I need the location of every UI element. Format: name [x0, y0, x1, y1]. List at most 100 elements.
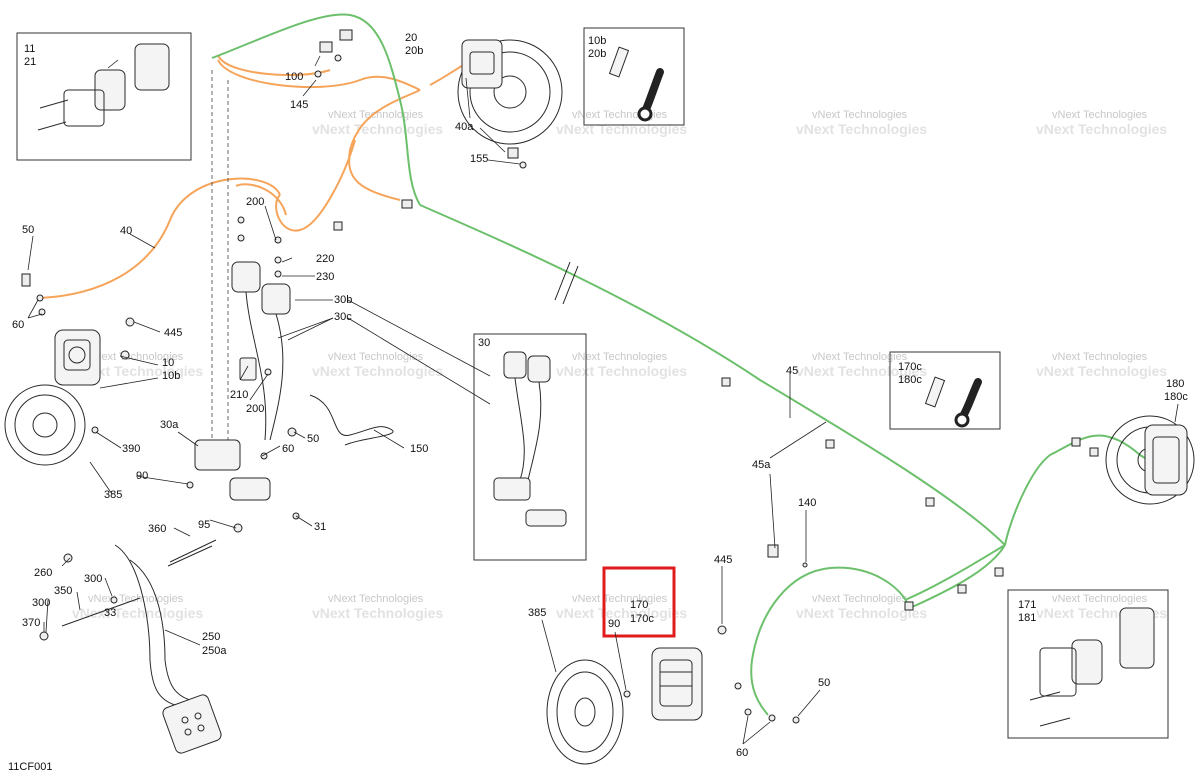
- brake-pedal: [61, 544, 222, 754]
- part-label: 60: [12, 319, 24, 331]
- bleeder-rear: [924, 376, 982, 428]
- part-label: 50: [22, 224, 34, 236]
- part-labels: 11 21 20 20b 100 145 40a 155 10b 20b 40 …: [12, 32, 1188, 759]
- inset-box-bleeder-rear: [889, 351, 1001, 430]
- master-cylinder: [194, 261, 291, 501]
- part-label: 445: [164, 327, 182, 339]
- part-label: 20b: [588, 48, 606, 60]
- part-label: 50: [307, 433, 319, 445]
- switch-wire: [309, 394, 394, 446]
- part-label: 45a: [752, 459, 771, 471]
- watermark: vNext Technologies: [796, 121, 927, 137]
- part-label: 180c: [898, 374, 922, 386]
- part-label: 30a: [160, 419, 179, 431]
- part-label: 11: [24, 43, 35, 55]
- part-label: 60: [282, 443, 294, 455]
- part-label: 170c: [630, 613, 654, 625]
- master-cylinder-inset: [493, 351, 567, 527]
- part-label: 31: [314, 521, 326, 533]
- part-label: 30: [478, 337, 490, 349]
- part-label: 10b: [162, 370, 180, 382]
- watermark: vNext Technologies: [72, 605, 203, 621]
- watermark: vNext Technologies: [572, 109, 668, 121]
- watermark: vNext Technologies: [1036, 363, 1167, 379]
- part-label: 33: [104, 607, 116, 619]
- part-label: 10b: [588, 35, 606, 47]
- watermark: vNext Technologies: [328, 593, 424, 605]
- watermark: vNext Technologies: [1052, 593, 1148, 605]
- diagram-code: 11CF001: [8, 761, 52, 773]
- watermark: vNext Technologies: [812, 593, 908, 605]
- watermark: vNext Technologies: [1052, 109, 1148, 121]
- watermark: vNext Technologies: [572, 351, 668, 363]
- part-label: 385: [528, 607, 546, 619]
- part-label: 50: [818, 677, 830, 689]
- watermark: vNext Technologies: [572, 593, 668, 605]
- part-label: 260: [34, 567, 52, 579]
- watermark: vNext Technologies: [72, 363, 203, 379]
- front-brake-disc-top: [457, 39, 563, 145]
- dashed-guides: [211, 70, 229, 440]
- watermark: vNext Technologies: [812, 109, 908, 121]
- part-label: 100: [285, 71, 303, 83]
- part-label: 230: [316, 271, 334, 283]
- highlight-box: [602, 566, 676, 638]
- part-label: 250a: [202, 645, 227, 657]
- brake-pads-front: [37, 43, 170, 131]
- part-label: 210: [230, 389, 248, 401]
- leader-lines: [27, 55, 1179, 745]
- rear-right-disc: [1105, 415, 1195, 505]
- watermark: vNext Technologies: [312, 121, 443, 137]
- bottom-brake-disc: [546, 659, 624, 765]
- part-label: 350: [54, 585, 72, 597]
- inset-box-pads-front: [16, 32, 192, 161]
- watermark: vNext Technologies: [1036, 121, 1167, 137]
- part-label: 20b: [405, 45, 423, 57]
- part-label: 10: [162, 357, 174, 369]
- part-label: 180c: [1164, 391, 1188, 403]
- part-label: 150: [410, 443, 428, 455]
- watermark: vNext Technologies: [556, 121, 687, 137]
- part-label: 40: [120, 225, 132, 237]
- part-label: 145: [290, 99, 308, 111]
- watermark: vNext Technologies: [556, 363, 687, 379]
- watermarks: vNext Technologies vNext Technologies vN…: [72, 109, 1167, 621]
- watermark: vNext Technologies: [1052, 351, 1148, 363]
- small-hardware: [21, 29, 808, 724]
- part-label: 30c: [334, 311, 352, 323]
- inset-box-bleeder-front: [583, 27, 685, 126]
- part-label: 40a: [455, 121, 474, 133]
- watermark: vNext Technologies: [796, 363, 927, 379]
- part-label: 95: [198, 519, 210, 531]
- inset-box-master-cylinder: [473, 333, 587, 561]
- part-label: 155: [470, 153, 488, 165]
- watermark: vNext Technologies: [328, 109, 424, 121]
- part-label: 171: [1018, 599, 1036, 611]
- part-label: 220: [316, 253, 334, 265]
- part-label: 20: [405, 32, 417, 44]
- part-label: 360: [148, 523, 166, 535]
- break-marks: [554, 261, 579, 305]
- part-label: 200: [246, 403, 264, 415]
- watermark: vNext Technologies: [556, 605, 687, 621]
- left-brake-disc: [4, 384, 86, 466]
- watermark: vNext Technologies: [312, 605, 443, 621]
- watermark: vNext Technologies: [328, 351, 424, 363]
- part-label: 140: [798, 497, 816, 509]
- part-label: 21: [24, 56, 36, 68]
- pivot-rod: [169, 539, 217, 563]
- part-label: 60: [736, 747, 748, 759]
- part-label: 170c: [898, 361, 922, 373]
- watermark: vNext Technologies: [812, 351, 908, 363]
- left-caliper: [54, 329, 101, 386]
- part-label: 170: [630, 599, 648, 611]
- bleeder-front: [608, 46, 664, 122]
- part-label: 45: [786, 365, 798, 377]
- part-label: 200: [246, 196, 264, 208]
- brake-pads-rear: [1029, 607, 1155, 727]
- hose-clips: [333, 199, 1099, 611]
- part-label: 90: [608, 618, 620, 630]
- part-label: 385: [104, 489, 122, 501]
- inset-box-pads-rear: [1007, 589, 1169, 739]
